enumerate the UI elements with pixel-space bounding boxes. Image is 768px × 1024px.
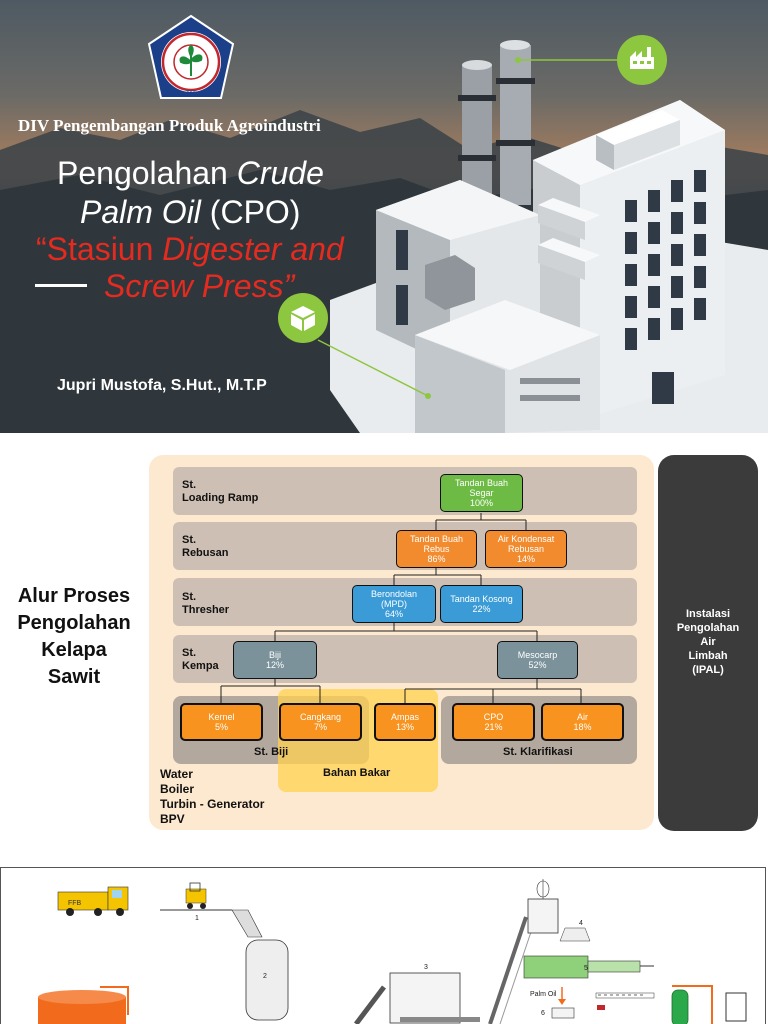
svg-text:2009: 2009 xyxy=(185,90,196,96)
package-icon xyxy=(278,293,328,343)
title-line-2: Palm Oil (CPO) xyxy=(80,194,301,230)
svg-text:FFB: FFB xyxy=(68,900,82,907)
ffb-truck-icon: FFB xyxy=(57,886,129,916)
title-divider xyxy=(35,284,87,287)
svg-text:3: 3 xyxy=(424,964,428,971)
station-label-kempa: St.Kempa xyxy=(182,647,219,672)
station-label-thresher: St.Thresher xyxy=(182,591,230,616)
svg-text:1: 1 xyxy=(195,915,199,922)
utilities-list: Water Boiler Turbin - Generator BPV xyxy=(160,767,265,826)
svg-text:2: 2 xyxy=(263,973,267,980)
factory-icon xyxy=(617,35,667,85)
ipal-panel: Instalasi Pengolahan Air Limbah (IPAL) xyxy=(658,455,758,831)
process-flow-slide: Alur Proses Pengolahan Kelapa Sawit St.L… xyxy=(0,433,768,865)
svg-text:Palm Oil: Palm Oil xyxy=(530,991,557,998)
title-line-4: Screw Press” xyxy=(104,268,295,304)
flow-connectors xyxy=(220,513,582,703)
group-label-bahan-bakar: Bahan Bakar xyxy=(323,767,391,779)
station-label-rebusan: St.Rebusan xyxy=(182,534,229,559)
author-name: Jupri Mustofa, S.Hut., M.T.P xyxy=(57,377,267,394)
loader-icon xyxy=(185,882,207,909)
group-label-st-biji: St. Biji xyxy=(254,746,289,758)
svg-text:4: 4 xyxy=(579,920,583,927)
ipal-label: Instalasi Pengolahan Air Limbah (IPAL) xyxy=(676,608,740,676)
slide2-title: Alur Proses Pengolahan Kelapa Sawit xyxy=(17,585,131,688)
process-schematic: FFB 1 2 3 4 5 xyxy=(38,879,747,1024)
title-slide: 2009 DIV Pengembangan Produk Agroindustr… xyxy=(0,0,768,433)
node-berondolan: Berondolan(MPD)64% xyxy=(352,585,436,623)
svg-text:6: 6 xyxy=(541,1010,545,1017)
schematic-frame xyxy=(0,867,766,1024)
process-schematic-slide: FFB 1 2 3 4 5 xyxy=(0,865,768,1024)
slide1-background xyxy=(0,40,768,433)
title-line-3: “Stasiun Digester and xyxy=(36,231,344,267)
institution-logo: 2009 xyxy=(147,14,235,99)
svg-text:5: 5 xyxy=(584,965,588,972)
department-subtitle: DIV Pengembangan Produk Agroindustri xyxy=(18,116,321,135)
station-label-loading-ramp: St.Loading Ramp xyxy=(182,479,259,504)
band-loading-ramp xyxy=(173,467,637,515)
title-line-1: Pengolahan Crude xyxy=(57,155,324,191)
group-label-st-klarifikasi: St. Klarifikasi xyxy=(503,746,573,758)
